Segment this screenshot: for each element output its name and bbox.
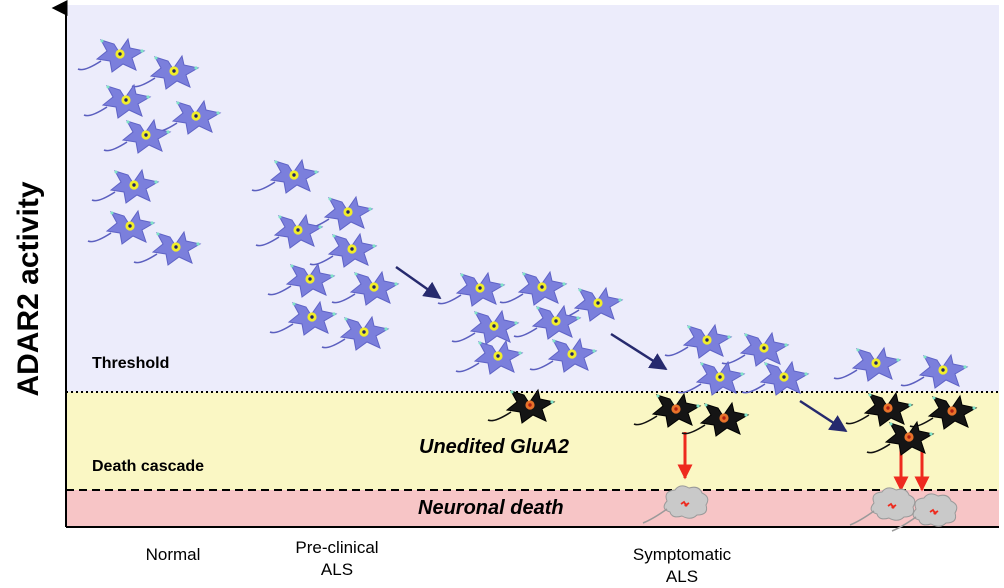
stage-symptomatic-label: Symptomatic ALS (632, 545, 732, 586)
stage-preclinical-label: Pre-clinical ALS (295, 538, 379, 579)
trend-arrow (395, 265, 442, 300)
trend-arrow (799, 399, 848, 433)
y-axis-label: ADAR2 activity (12, 181, 45, 397)
stage-normal-label: Normal (145, 545, 201, 564)
death-cascade-label: Death cascade (92, 458, 205, 475)
neuronal-death-region (65, 490, 999, 527)
healthy-region (65, 5, 999, 392)
threshold-label: Threshold (92, 355, 170, 372)
unedited-glua2-label: Unedited GluA2 (419, 436, 570, 458)
trend-arrow (610, 332, 668, 371)
neuronal-death-label: Neuronal death (418, 497, 564, 519)
